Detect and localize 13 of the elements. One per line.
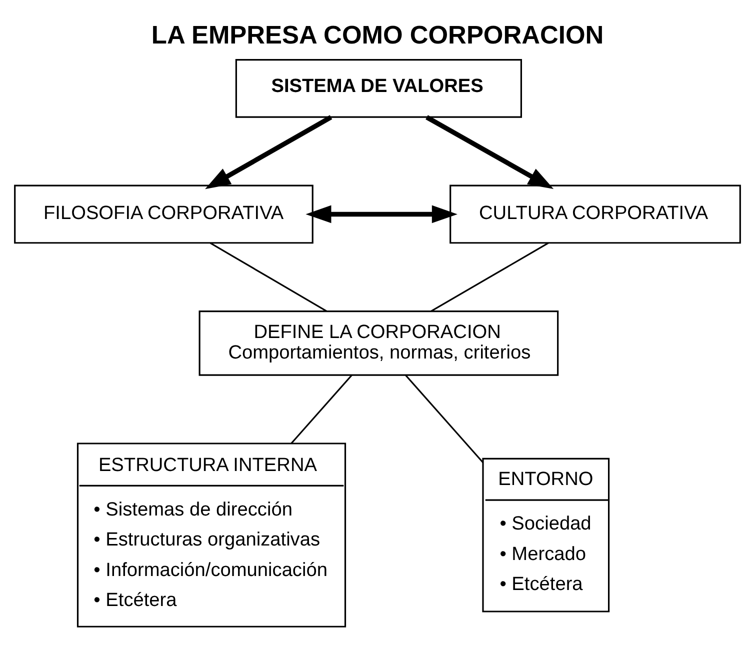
node-box: FILOSOFIA CORPORATIVA bbox=[14, 184, 314, 244]
node-box: CULTURA CORPORATIVA bbox=[450, 184, 741, 244]
connector bbox=[290, 374, 352, 444]
node-box: ESTRUCTURA INTERNA • Sistemas de dirección • Estructuras organizativas • Información/comunicación • Etcétera bbox=[76, 442, 346, 628]
node-box: DEFINE LA CORPORACION Comportamientos, normas, criterios bbox=[198, 310, 559, 376]
connector bbox=[430, 242, 549, 312]
arrow bbox=[205, 115, 332, 190]
arrow bbox=[426, 115, 554, 190]
arrow bbox=[306, 205, 458, 224]
diagram-title: LA EMPRESA COMO CORPORACION bbox=[151, 22, 604, 50]
connector bbox=[404, 374, 484, 463]
connector bbox=[210, 242, 328, 312]
node-box: SISTEMA DE VALORES bbox=[235, 58, 522, 118]
